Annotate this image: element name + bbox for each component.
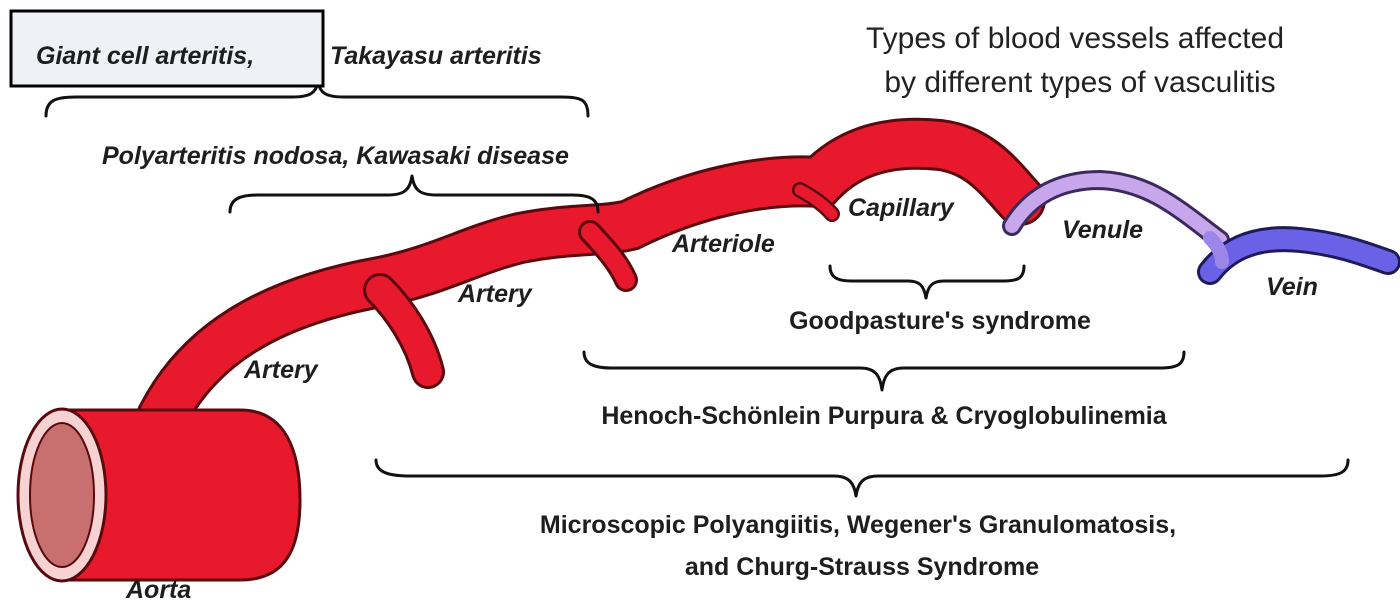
large-vessel-label: Takayasu arteritis — [330, 42, 542, 70]
vein-segment — [1210, 239, 1388, 272]
microscopic-label-line-1: Microscopic Polyangiitis, Wegener's Gran… — [540, 511, 1176, 539]
title-line-2: by different types of vasculitis — [884, 66, 1275, 99]
venule-label: Venule — [1062, 216, 1143, 244]
capillary-label: Capillary — [848, 194, 955, 222]
brace-goodpasture — [830, 266, 1024, 298]
highlighted-label[interactable]: Giant cell arteritis, — [36, 42, 254, 70]
brace-microscopic — [376, 460, 1348, 496]
brace-medium-vessel — [230, 176, 598, 212]
goodpasture-label: Goodpasture's syndrome — [789, 307, 1091, 335]
brace-henoch — [584, 352, 1184, 390]
medium-vessel-label: Polyarteritis nodosa, Kawasaki disease — [102, 142, 569, 170]
henoch-label: Henoch-Schönlein Purpura & Cryoglobuline… — [601, 402, 1167, 430]
arteriole-label: Arteriole — [671, 230, 775, 258]
aorta-cylinder — [18, 409, 300, 581]
vein-label: Vein — [1266, 273, 1318, 301]
artery-branch-lower-fill — [380, 290, 428, 372]
artery-trunk — [152, 144, 1020, 440]
title-line-1: Types of blood vessels affected — [866, 22, 1284, 55]
artery-lower-label: Artery — [243, 356, 319, 384]
artery-upper-label: Artery — [457, 280, 533, 308]
aorta-label: Aorta — [125, 576, 191, 604]
microscopic-label-line-2: and Churg-Strauss Syndrome — [685, 553, 1039, 581]
